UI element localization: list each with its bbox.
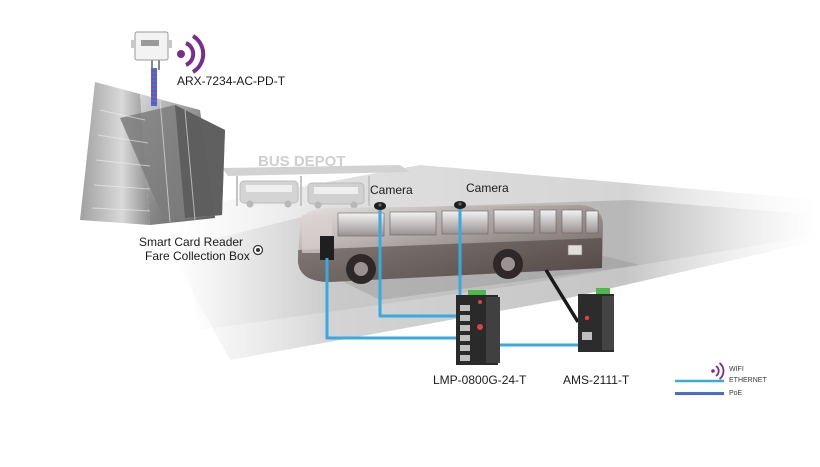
access-point bbox=[131, 31, 172, 70]
legend-wifi-icon bbox=[711, 362, 725, 380]
legend-ethernet-label: ETHERNET bbox=[729, 377, 767, 384]
reader-pointer-icon bbox=[252, 244, 264, 256]
depot-sign: BUS DEPOT bbox=[258, 153, 346, 170]
bus-wheel-front bbox=[346, 254, 376, 284]
fare-collection-box bbox=[320, 236, 334, 260]
media-converter-label: AMS-2111-T bbox=[563, 373, 630, 387]
switch-label: LMP-0800G-24-T bbox=[433, 373, 527, 387]
poe-cable-ap bbox=[151, 68, 157, 106]
access-point-label: ARX-7234-AC-PD-T bbox=[177, 74, 286, 88]
legend bbox=[675, 362, 725, 395]
media-converter-device bbox=[544, 269, 614, 352]
bus-wheel-rear bbox=[493, 249, 523, 279]
reader-label-line1: Smart Card Reader bbox=[139, 235, 244, 249]
bus bbox=[298, 205, 603, 284]
depot-canopy bbox=[222, 165, 410, 206]
camera-2 bbox=[454, 201, 466, 209]
background-bus-2 bbox=[307, 182, 365, 209]
wifi-icon bbox=[177, 34, 206, 74]
camera-1 bbox=[374, 202, 386, 210]
camera-1-label: Camera bbox=[370, 183, 413, 197]
legend-poe-line bbox=[675, 392, 724, 395]
background-bus-1 bbox=[239, 180, 299, 208]
office-building bbox=[80, 82, 225, 225]
ethernet-cable-reader bbox=[325, 258, 458, 340]
reader-label-line2: Fare Collection Box bbox=[145, 249, 250, 263]
camera-2-label: Camera bbox=[466, 181, 509, 195]
legend-poe-label: PoE bbox=[729, 390, 743, 397]
switch-device bbox=[456, 290, 500, 365]
legend-wifi-label: WIFI bbox=[729, 366, 744, 373]
ethernet-cable-camera-1 bbox=[378, 210, 458, 318]
ethernet-cables bbox=[325, 209, 578, 347]
